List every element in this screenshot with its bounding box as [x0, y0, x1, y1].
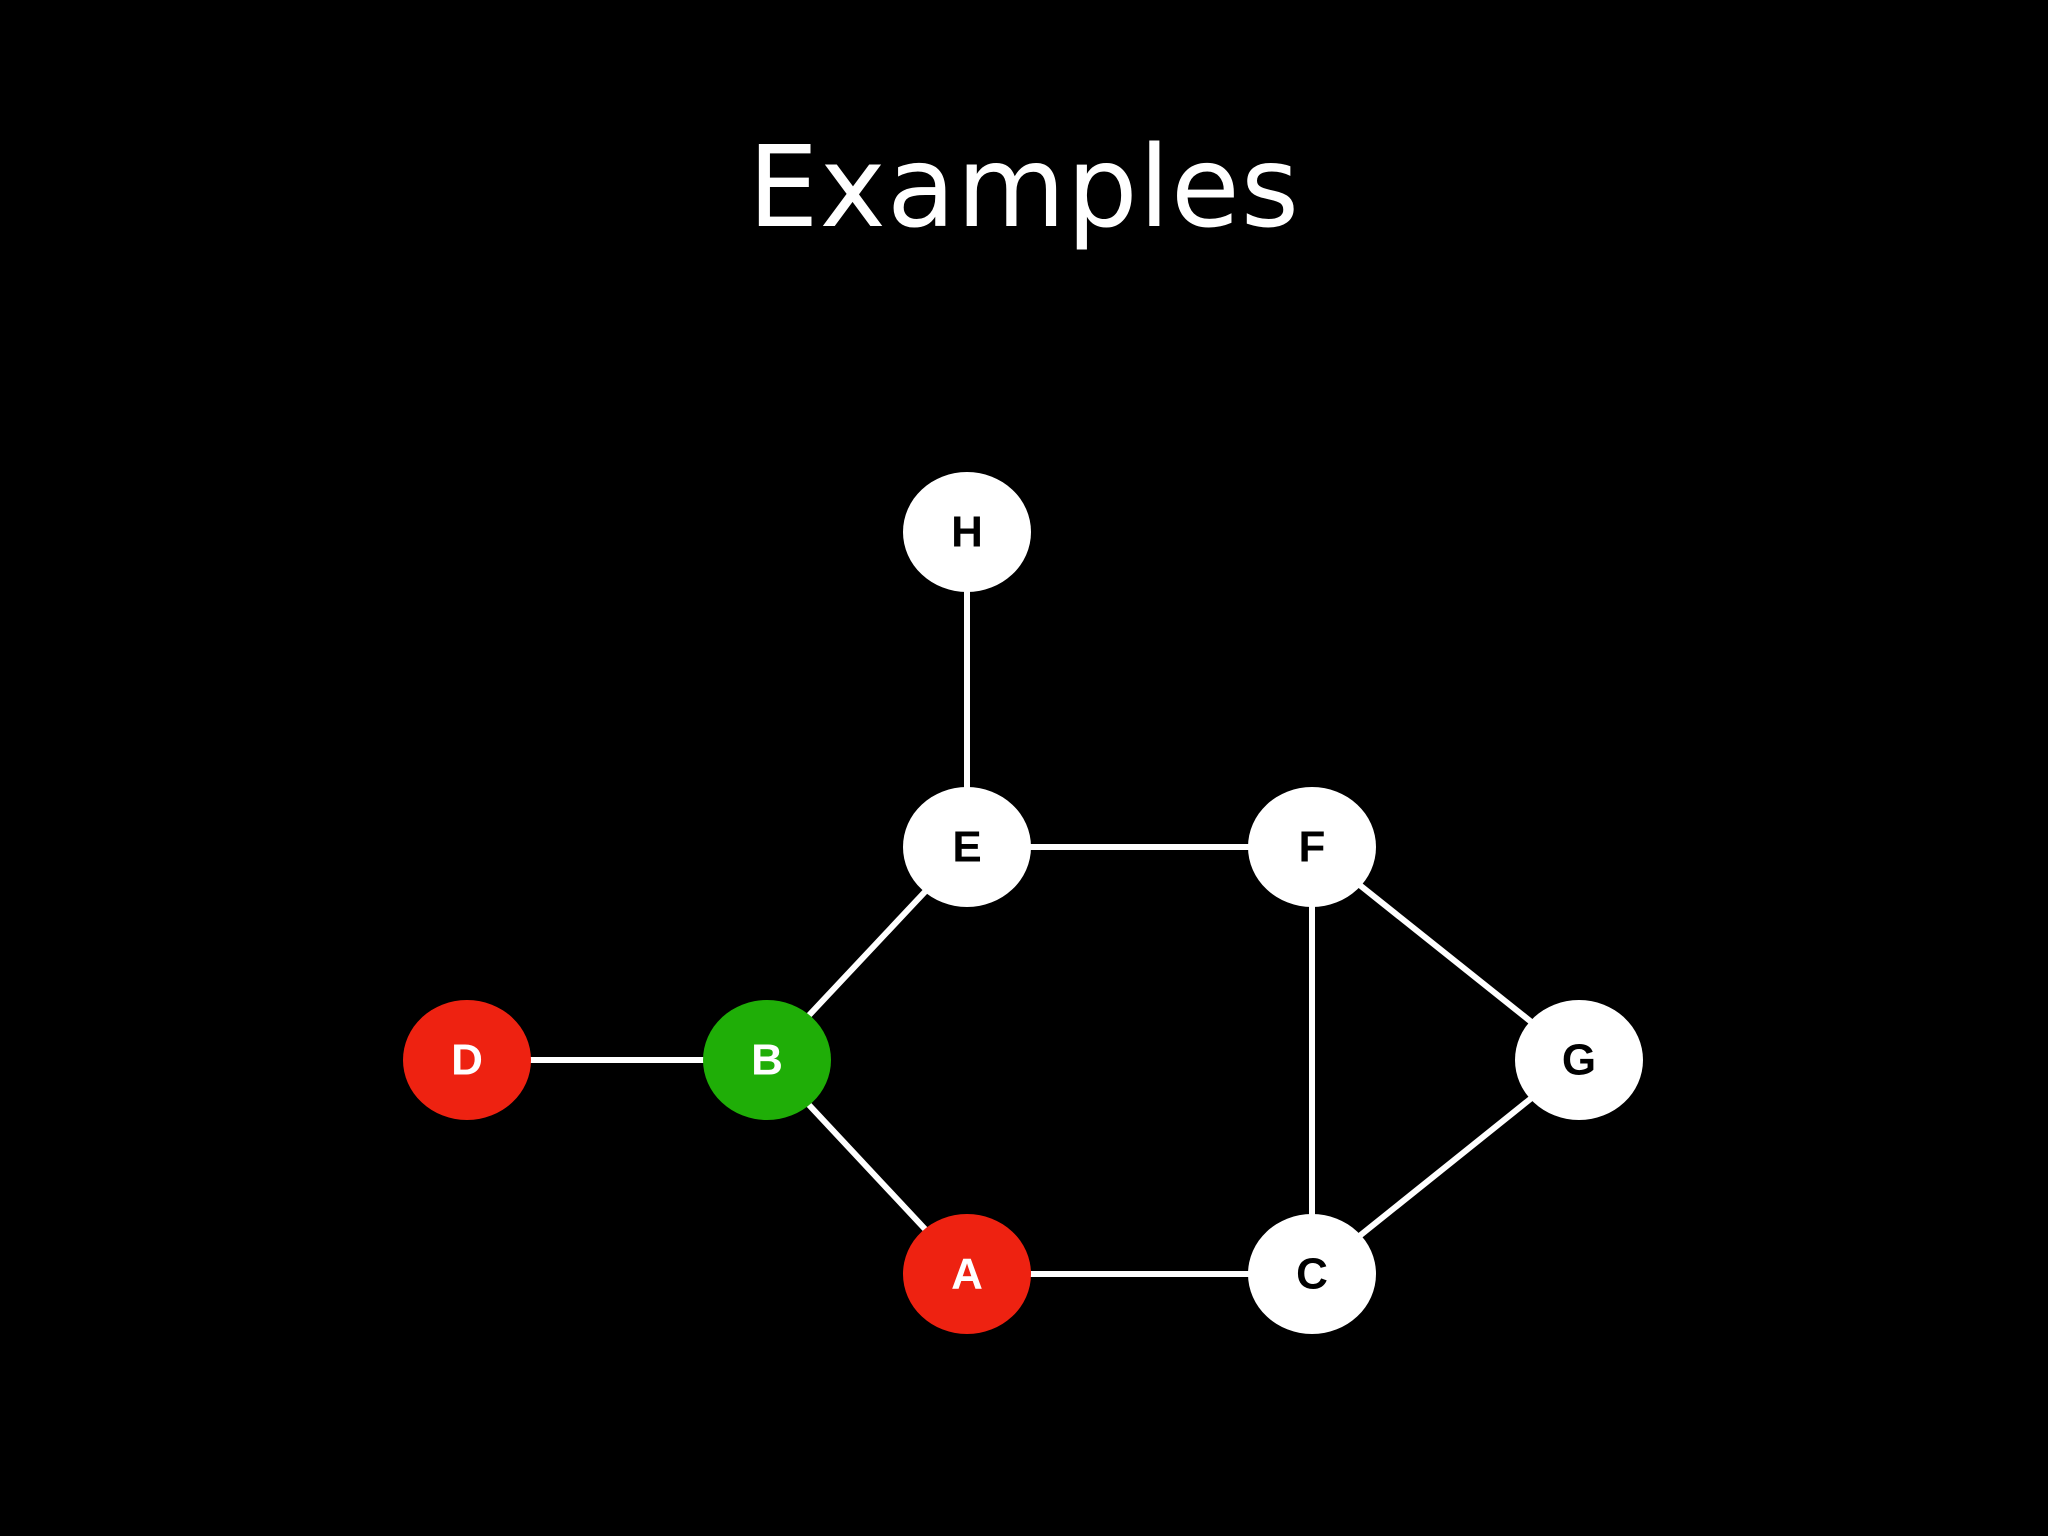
nodes-layer: H E F D B G A C: [403, 472, 1643, 1334]
node-c-circle: [1248, 1214, 1376, 1334]
node-b-circle: [703, 1000, 831, 1120]
node-c-label: C: [1296, 1250, 1328, 1299]
node-b: B: [703, 1000, 831, 1120]
node-f: F: [1248, 787, 1376, 907]
edges-layer: [467, 532, 1581, 1277]
node-h: H: [903, 472, 1031, 592]
node-f-label: F: [1299, 823, 1326, 872]
node-h-label: H: [951, 508, 983, 557]
node-a: A: [903, 1214, 1031, 1334]
node-b-label: B: [751, 1036, 783, 1085]
node-e: E: [903, 787, 1031, 907]
node-g: G: [1515, 1000, 1643, 1120]
node-g-circle: [1515, 1000, 1643, 1120]
node-h-circle: [903, 472, 1031, 592]
node-d: D: [403, 1000, 531, 1120]
node-e-circle: [903, 787, 1031, 907]
node-e-label: E: [952, 823, 981, 872]
node-d-label: D: [451, 1036, 483, 1085]
node-c: C: [1248, 1214, 1376, 1334]
slide-title: Examples: [747, 123, 1301, 253]
node-f-circle: [1248, 787, 1376, 907]
node-a-circle: [903, 1214, 1031, 1334]
node-a-label: A: [951, 1250, 983, 1299]
node-d-circle: [403, 1000, 531, 1120]
node-g-label: G: [1562, 1036, 1596, 1085]
